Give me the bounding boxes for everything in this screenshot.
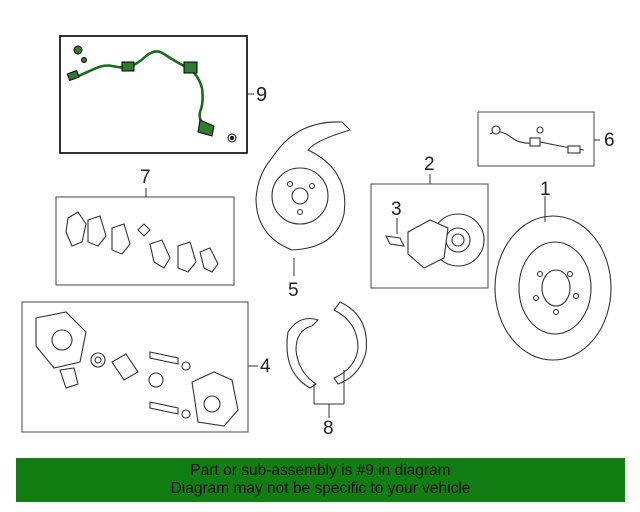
callout-1[interactable]: 1 (540, 179, 551, 200)
callout-9[interactable]: 9 (256, 84, 268, 106)
callout-8[interactable]: 8 (323, 418, 334, 439)
part-9-connectors (66, 45, 237, 143)
part-1-brake-rotor[interactable] (494, 215, 612, 361)
callout-5[interactable]: 5 (288, 280, 299, 301)
callout-6[interactable]: 6 (604, 130, 615, 151)
banner-line-2: Diagram may not be specific to your vehi… (170, 480, 471, 497)
part-9-group[interactable] (59, 35, 248, 154)
part-8-brake-shoes[interactable] (286, 301, 368, 389)
leader-lines (145, 93, 600, 418)
part-7-group[interactable] (55, 196, 235, 286)
callout-3[interactable]: 3 (391, 199, 402, 220)
callout-4[interactable]: 4 (260, 356, 271, 377)
part-4-group[interactable] (21, 301, 249, 433)
part-5-backing-plate[interactable] (255, 121, 352, 251)
info-banner: Part or sub-assembly is #9 in diagram Di… (16, 458, 625, 502)
part-6-group[interactable] (477, 111, 595, 167)
part-9-box (59, 35, 248, 154)
banner-line-1: Part or sub-assembly is #9 in diagram (190, 462, 451, 479)
callout-2[interactable]: 2 (424, 154, 435, 175)
callout-7[interactable]: 7 (140, 167, 151, 188)
part-2-group[interactable] (370, 183, 489, 289)
